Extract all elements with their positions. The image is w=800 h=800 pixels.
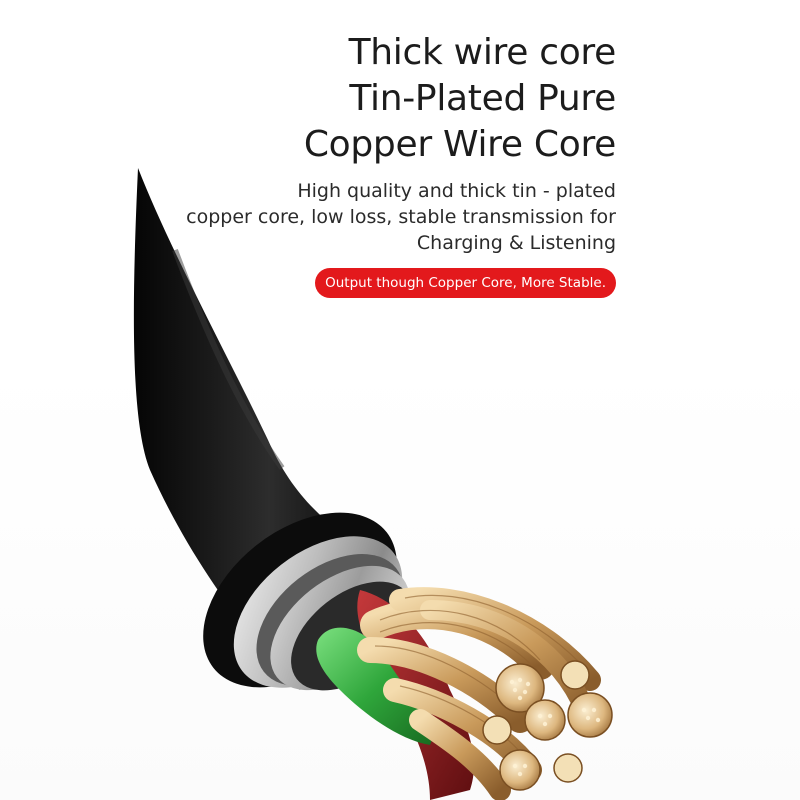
stability-badge: Output though Copper Core, More Stable.	[315, 268, 616, 298]
green-conductor	[316, 627, 440, 745]
description-line-1: High quality and thick tin - plated	[297, 180, 616, 202]
description-line-2: copper core, low loss, stable transmissi…	[186, 206, 616, 228]
headline-line-3: Copper Wire Core	[303, 124, 616, 165]
feature-copy: Thick wire core Tin-Plated Pure Copper W…	[186, 30, 616, 256]
description-line-3: Charging & Listening	[416, 232, 616, 254]
description: High quality and thick tin - plated copp…	[186, 178, 616, 256]
strand-end-faces	[482, 660, 613, 791]
headline-line-2: Tin-Plated Pure	[349, 78, 616, 119]
headline-line-1: Thick wire core	[348, 32, 617, 73]
